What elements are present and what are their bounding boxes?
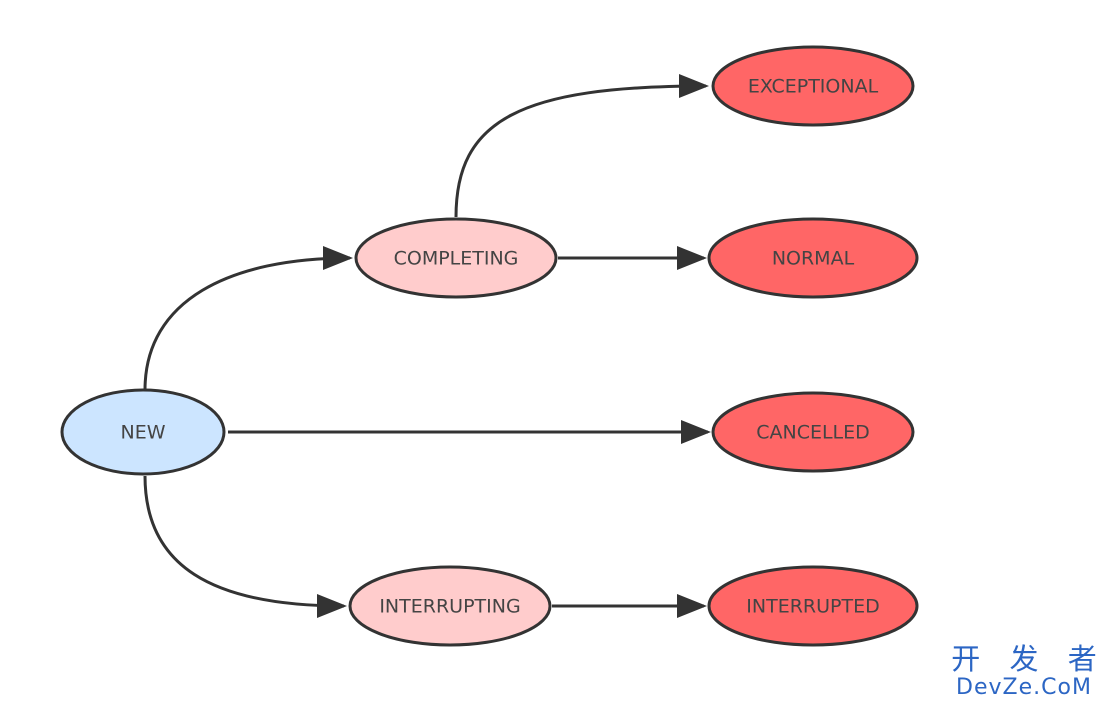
node-completing-label: COMPLETING — [394, 248, 519, 270]
node-interrupted: INTERRUPTED — [707, 565, 919, 647]
edge-new-to-interrupting — [143, 475, 347, 618]
node-interrupting-label: INTERRUPTING — [379, 596, 520, 618]
node-cancelled: CANCELLED — [711, 391, 915, 473]
watermark-line-2: DevZe.CoM — [956, 675, 1092, 700]
edge-new-to-completing — [143, 246, 353, 391]
node-new-label: NEW — [120, 422, 165, 444]
node-cancelled-shape — [711, 391, 915, 473]
node-new-shape — [60, 388, 226, 476]
node-exceptional-shape — [711, 45, 915, 127]
watermark: 开 发 者 DevZe.CoM — [946, 645, 1102, 699]
node-new: NEW — [60, 388, 226, 476]
node-exceptional-label: EXCEPTIONAL — [748, 76, 879, 98]
node-normal-label: NORMAL — [772, 248, 855, 270]
node-cancelled-label: CANCELLED — [756, 422, 870, 444]
watermark-line-1: 开 发 者 — [951, 642, 1106, 676]
node-interrupting: INTERRUPTING — [348, 565, 552, 647]
edge-completing-to-exceptional — [454, 74, 709, 218]
edges — [143, 74, 711, 618]
node-interrupted-label: INTERRUPTED — [746, 596, 879, 618]
node-interrupting-shape — [348, 565, 552, 647]
node-completing: COMPLETING — [354, 217, 558, 299]
node-exceptional: EXCEPTIONAL — [711, 45, 915, 127]
node-normal: NORMAL — [707, 217, 919, 299]
node-interrupted-shape — [707, 565, 919, 647]
node-completing-shape — [354, 217, 558, 299]
node-normal-shape — [707, 217, 919, 299]
